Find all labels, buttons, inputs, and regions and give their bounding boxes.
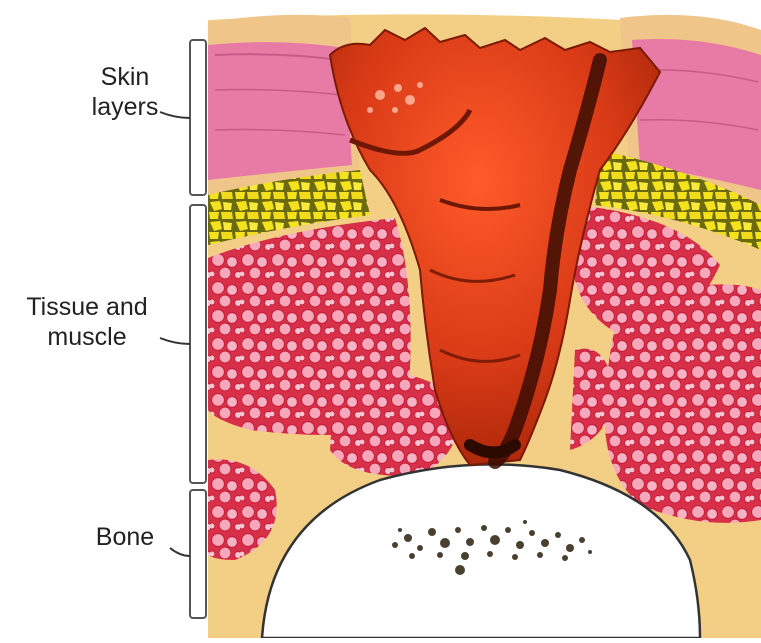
muscle-right (604, 284, 761, 522)
bone-label: Bone (70, 522, 180, 552)
tissue-and-muscle-label: Tissue and muscle (2, 292, 172, 352)
bone-bracket (190, 490, 206, 618)
skin-layers-label: Skin layers (70, 62, 180, 122)
skin-layers-bracket (190, 40, 206, 195)
tissue-muscle-bracket (190, 205, 206, 483)
